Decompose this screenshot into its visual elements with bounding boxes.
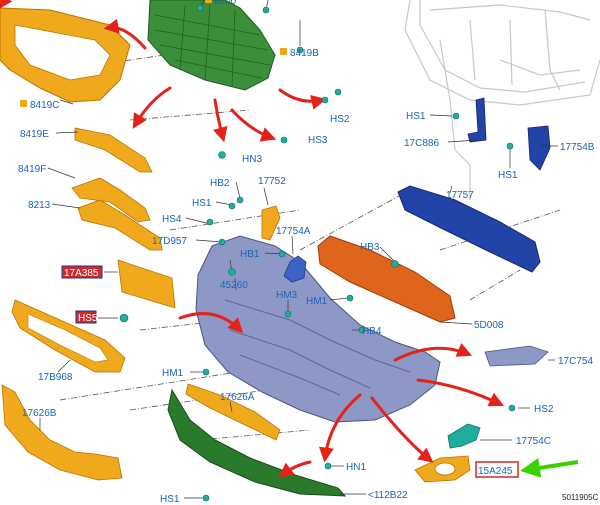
grille-insert-part bbox=[147, 0, 276, 91]
bracket-17c886-part bbox=[467, 97, 487, 143]
highlight-box-hs5 bbox=[75, 310, 97, 324]
label-17c754: 17C754 bbox=[558, 356, 593, 367]
label-8419c: 8419C bbox=[30, 100, 59, 111]
label-hs2-bottom: HS2 bbox=[534, 404, 554, 415]
label-112b22-text: 112B22 bbox=[374, 490, 408, 501]
green-pointer-arrow bbox=[520, 457, 579, 478]
highlight-box-15a245 bbox=[475, 461, 519, 478]
energy-absorber-part bbox=[317, 235, 456, 323]
label-17754a: 17754A bbox=[276, 226, 311, 237]
lower-trim-17626b-part bbox=[1, 384, 123, 481]
air-deflector-part bbox=[167, 388, 347, 497]
highlight-box-17a385 bbox=[61, 265, 103, 279]
label-hb3: HB3 bbox=[360, 242, 380, 253]
label-hn1: HN1 bbox=[346, 462, 366, 473]
bracket-17754b-part bbox=[527, 125, 551, 171]
label-hs3: HS3 bbox=[308, 135, 328, 146]
label-hs1-c: HS1 bbox=[498, 170, 518, 181]
bracket-17752-part bbox=[261, 205, 281, 241]
label-8200: 8200 bbox=[214, 0, 237, 7]
label-hm3: HM3 bbox=[276, 290, 298, 301]
label-17757: 17757 bbox=[446, 190, 474, 201]
note-square-8419b bbox=[280, 48, 287, 55]
label-hm1-a: HM1 bbox=[306, 296, 328, 307]
grille-bar-parts bbox=[71, 127, 163, 251]
label-hs1-d: HS1 bbox=[160, 494, 180, 505]
fog-lamp-bezel-part bbox=[414, 455, 471, 483]
label-hs4: HS4 bbox=[162, 214, 182, 225]
leader-lines bbox=[39, 0, 558, 499]
bracket-17754c-part bbox=[447, 423, 481, 449]
part-labels: 8200 8419B 8419C HS2 HS3 HN3 8419E 8419F… bbox=[18, 0, 599, 505]
label-hb1: HB1 bbox=[240, 249, 260, 260]
label-hm1-b: HM1 bbox=[162, 368, 184, 379]
label-15a245: 15A245 bbox=[478, 466, 513, 477]
label-17b968: 17B968 bbox=[38, 372, 73, 383]
label-hs2-top: HS2 bbox=[330, 114, 350, 125]
label-112b22: <112B22 bbox=[368, 490, 408, 501]
label-17626b: 17626B bbox=[22, 408, 57, 419]
assembly-arrows bbox=[0, 0, 505, 478]
bumper-beam-part bbox=[397, 185, 541, 273]
label-hb4: HB4 bbox=[362, 326, 382, 337]
label-hs1-b: HS1 bbox=[406, 111, 426, 122]
note-square-8200 bbox=[205, 0, 212, 3]
label-8419b: 8419B bbox=[290, 48, 319, 59]
label-8419e: 8419E bbox=[20, 129, 49, 140]
drawing-number: 5011905C bbox=[562, 493, 599, 502]
label-17626a: 17626A bbox=[220, 392, 255, 403]
label-45260: 45260 bbox=[220, 280, 248, 291]
bracket-17754a-part bbox=[283, 255, 307, 283]
label-17752: 17752 bbox=[258, 176, 286, 187]
label-8419f: 8419F bbox=[18, 164, 46, 175]
license-plate-bracket-part bbox=[117, 259, 176, 309]
label-hs5: HS5 bbox=[78, 313, 98, 324]
label-5d008: 5D008 bbox=[474, 320, 504, 331]
lower-grille-part bbox=[11, 299, 126, 373]
label-8213: 8213 bbox=[28, 200, 51, 211]
label-hb2: HB2 bbox=[210, 178, 230, 189]
side-molding-part bbox=[484, 345, 549, 367]
grille-surround-part bbox=[0, 7, 131, 103]
label-17754c: 17754C bbox=[516, 436, 551, 447]
label-17754b: 17754B bbox=[560, 142, 595, 153]
label-hs1-a: HS1 bbox=[192, 198, 212, 209]
label-hn3: HN3 bbox=[242, 154, 262, 165]
fasteners bbox=[119, 4, 516, 502]
label-17a385: 17A385 bbox=[64, 268, 99, 279]
lower-trim-17626a-part bbox=[185, 383, 281, 441]
label-17d957: 17D957 bbox=[152, 236, 187, 247]
note-square-8419c bbox=[20, 100, 27, 107]
radiator-support-frame bbox=[404, 0, 600, 200]
label-17c886: 17C886 bbox=[404, 138, 439, 149]
leader-arrow-glyph: < bbox=[368, 490, 374, 501]
